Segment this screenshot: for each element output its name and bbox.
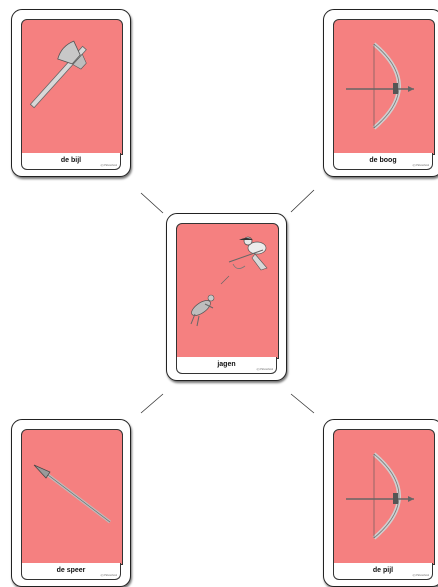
word-card-center-hunting[interactable]: jagen (c) Pictoschool [166, 213, 287, 381]
card-caption: de bijl (c) Pictoschool [21, 153, 121, 170]
card-picture [333, 19, 435, 155]
card-credit: (c) Pictoschool [413, 164, 429, 167]
arrow-icon [334, 430, 434, 564]
card-caption: de pijl (c) Pictoschool [333, 563, 433, 580]
hunting-scene-icon [177, 224, 278, 358]
card-picture [21, 429, 123, 565]
card-caption: jagen (c) Pictoschool [176, 357, 277, 374]
card-label: de speer [22, 567, 120, 574]
card-picture [21, 19, 123, 155]
card-label: de boog [334, 157, 432, 164]
card-credit: (c) Pictoschool [101, 574, 117, 577]
card-credit: (c) Pictoschool [101, 164, 117, 167]
connector-top-left [141, 193, 163, 213]
card-label: de bijl [22, 157, 120, 164]
card-credit: (c) Pictoschool [257, 368, 273, 371]
card-label: de pijl [334, 567, 432, 574]
card-caption: de speer (c) Pictoschool [21, 563, 121, 580]
connector-bottom-right [291, 394, 314, 413]
card-picture [333, 429, 435, 565]
card-picture [176, 223, 279, 359]
bow-icon [334, 20, 434, 154]
connector-bottom-left [141, 394, 163, 413]
connector-top-right [291, 190, 314, 212]
word-card-axe[interactable]: de bijl (c) Pictoschool [11, 9, 131, 177]
card-credit: (c) Pictoschool [413, 574, 429, 577]
word-card-bow[interactable]: de boog (c) Pictoschool [323, 9, 438, 177]
spear-icon [22, 430, 122, 564]
word-card-arrow[interactable]: de pijl (c) Pictoschool [323, 419, 438, 587]
axe-icon [22, 20, 122, 154]
word-card-spear[interactable]: de speer (c) Pictoschool [11, 419, 131, 587]
card-caption: de boog (c) Pictoschool [333, 153, 433, 170]
card-label: jagen [177, 361, 276, 368]
